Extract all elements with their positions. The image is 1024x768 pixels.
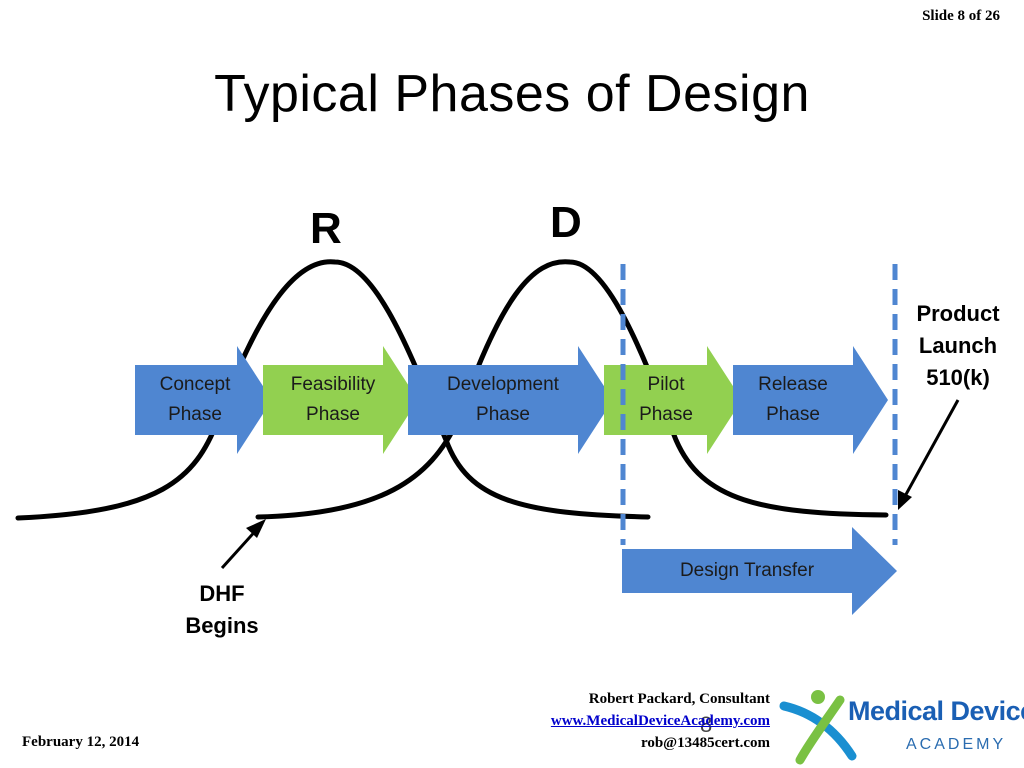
- release-phase-label: Release Phase: [758, 374, 828, 425]
- dhf-pointer-head: [246, 519, 266, 538]
- design-transfer-label: Design Transfer: [679, 560, 815, 581]
- release-phase-arrow: [733, 346, 888, 454]
- launch-pointer-head: [898, 490, 912, 510]
- feasibility-phase-label: Feasibility Phase: [290, 374, 376, 425]
- research-bell-curve: [15, 259, 651, 521]
- medical-device-academy-logo: Medical Device ACADEMY: [778, 684, 1024, 766]
- research-curve-label: R: [310, 204, 342, 253]
- design-transfer-arrow: [622, 527, 897, 615]
- launch-pointer-line: [902, 399, 960, 499]
- product-launch-note: Product Launch 510(k): [916, 301, 1000, 390]
- pilot-phase-label: Pilot Phase: [639, 374, 693, 425]
- development-bell-curve: [255, 259, 889, 520]
- slide-number: Slide 8 of 26: [922, 8, 1000, 24]
- concept-phase-arrow: [135, 346, 272, 454]
- page-number: 8: [700, 712, 713, 737]
- development-phase-arrow: [408, 346, 613, 454]
- consultant-name: Robert Packard, Consultant: [588, 691, 770, 707]
- pilot-phase-arrow: [604, 346, 742, 454]
- email-address: rob@13485cert.com: [640, 735, 770, 751]
- development-curve-label: D: [550, 198, 582, 247]
- logo-figure-icon: [779, 690, 857, 765]
- website-link[interactable]: www.MedicalDeviceAcademy.com: [550, 713, 770, 729]
- feasibility-phase-arrow: [263, 346, 418, 454]
- logo-subtitle: ACADEMY: [906, 736, 1007, 753]
- logo-title: Medical Device: [848, 696, 1024, 726]
- footer-date: February 12, 2014: [22, 734, 140, 750]
- dhf-begins-note: DHF Begins: [185, 581, 259, 638]
- footer-contact: Robert Packard, Consultant www.MedicalDe…: [551, 688, 770, 754]
- concept-phase-label: Concept Phase: [159, 374, 231, 425]
- development-phase-label: Development Phase: [447, 374, 559, 425]
- slide-title: Typical Phases of Design: [214, 65, 810, 123]
